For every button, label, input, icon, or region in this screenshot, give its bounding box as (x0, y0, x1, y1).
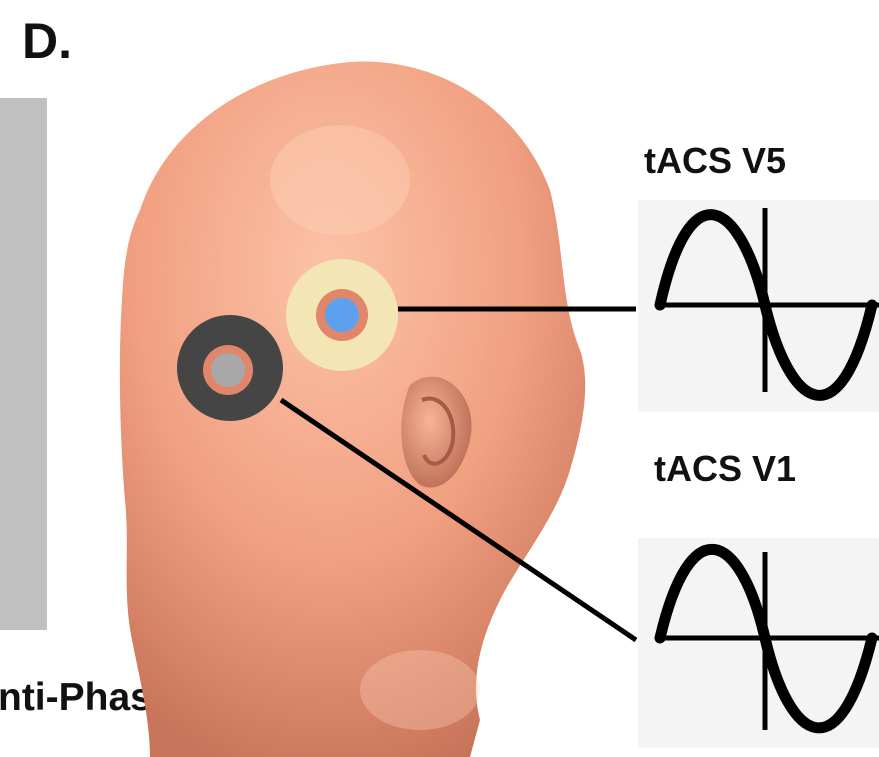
waveform-panel-v5 (638, 200, 879, 412)
electrode-v1 (177, 315, 283, 421)
electrode-v5 (286, 259, 398, 371)
neck-highlight (360, 650, 480, 730)
head-highlight (270, 125, 410, 235)
waveform-panel-v1 (638, 538, 879, 748)
